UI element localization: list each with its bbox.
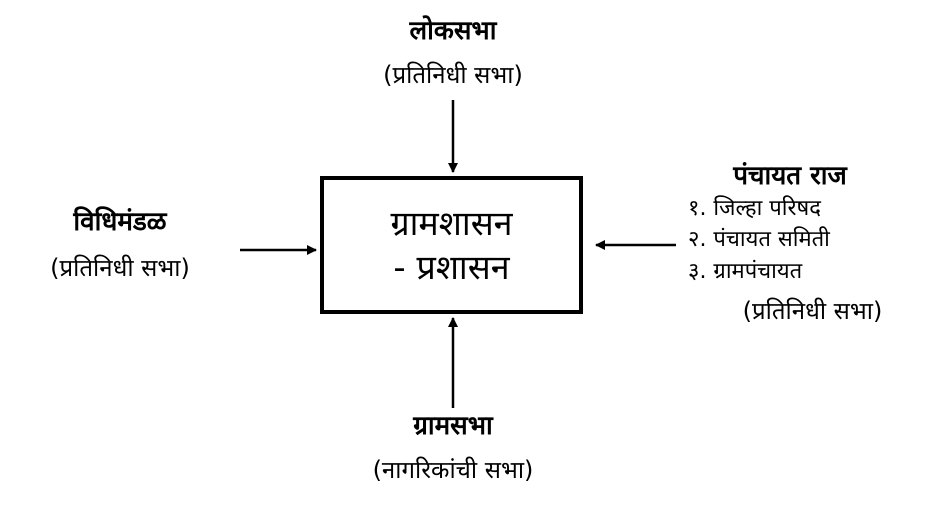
center-line-2: - प्रशासन [393, 248, 510, 288]
right-title: पंचायत राज [733, 161, 847, 191]
center-box: ग्रामशासन - प्रशासन [320, 176, 583, 314]
top-title: लोकसभा [409, 16, 497, 46]
right-subtitle: (प्रतिनिधी सभा) [742, 297, 883, 325]
center-line-1: ग्रामशासन [390, 204, 513, 244]
top-subtitle: (प्रतिनिधी सभा) [383, 61, 523, 89]
right-item-2: २. पंचायत समिती [688, 227, 830, 252]
left-subtitle: (प्रतिनिधी सभा) [50, 254, 190, 282]
right-item-1: १. जिल्हा परिषद [688, 196, 821, 221]
bottom-title: ग्रामसभा [413, 411, 493, 441]
left-title: विधिमंडळ [73, 207, 167, 237]
right-item-3: ३. ग्रामपंचायत [688, 259, 803, 284]
bottom-subtitle: (नागरिकांची सभा) [372, 456, 534, 484]
